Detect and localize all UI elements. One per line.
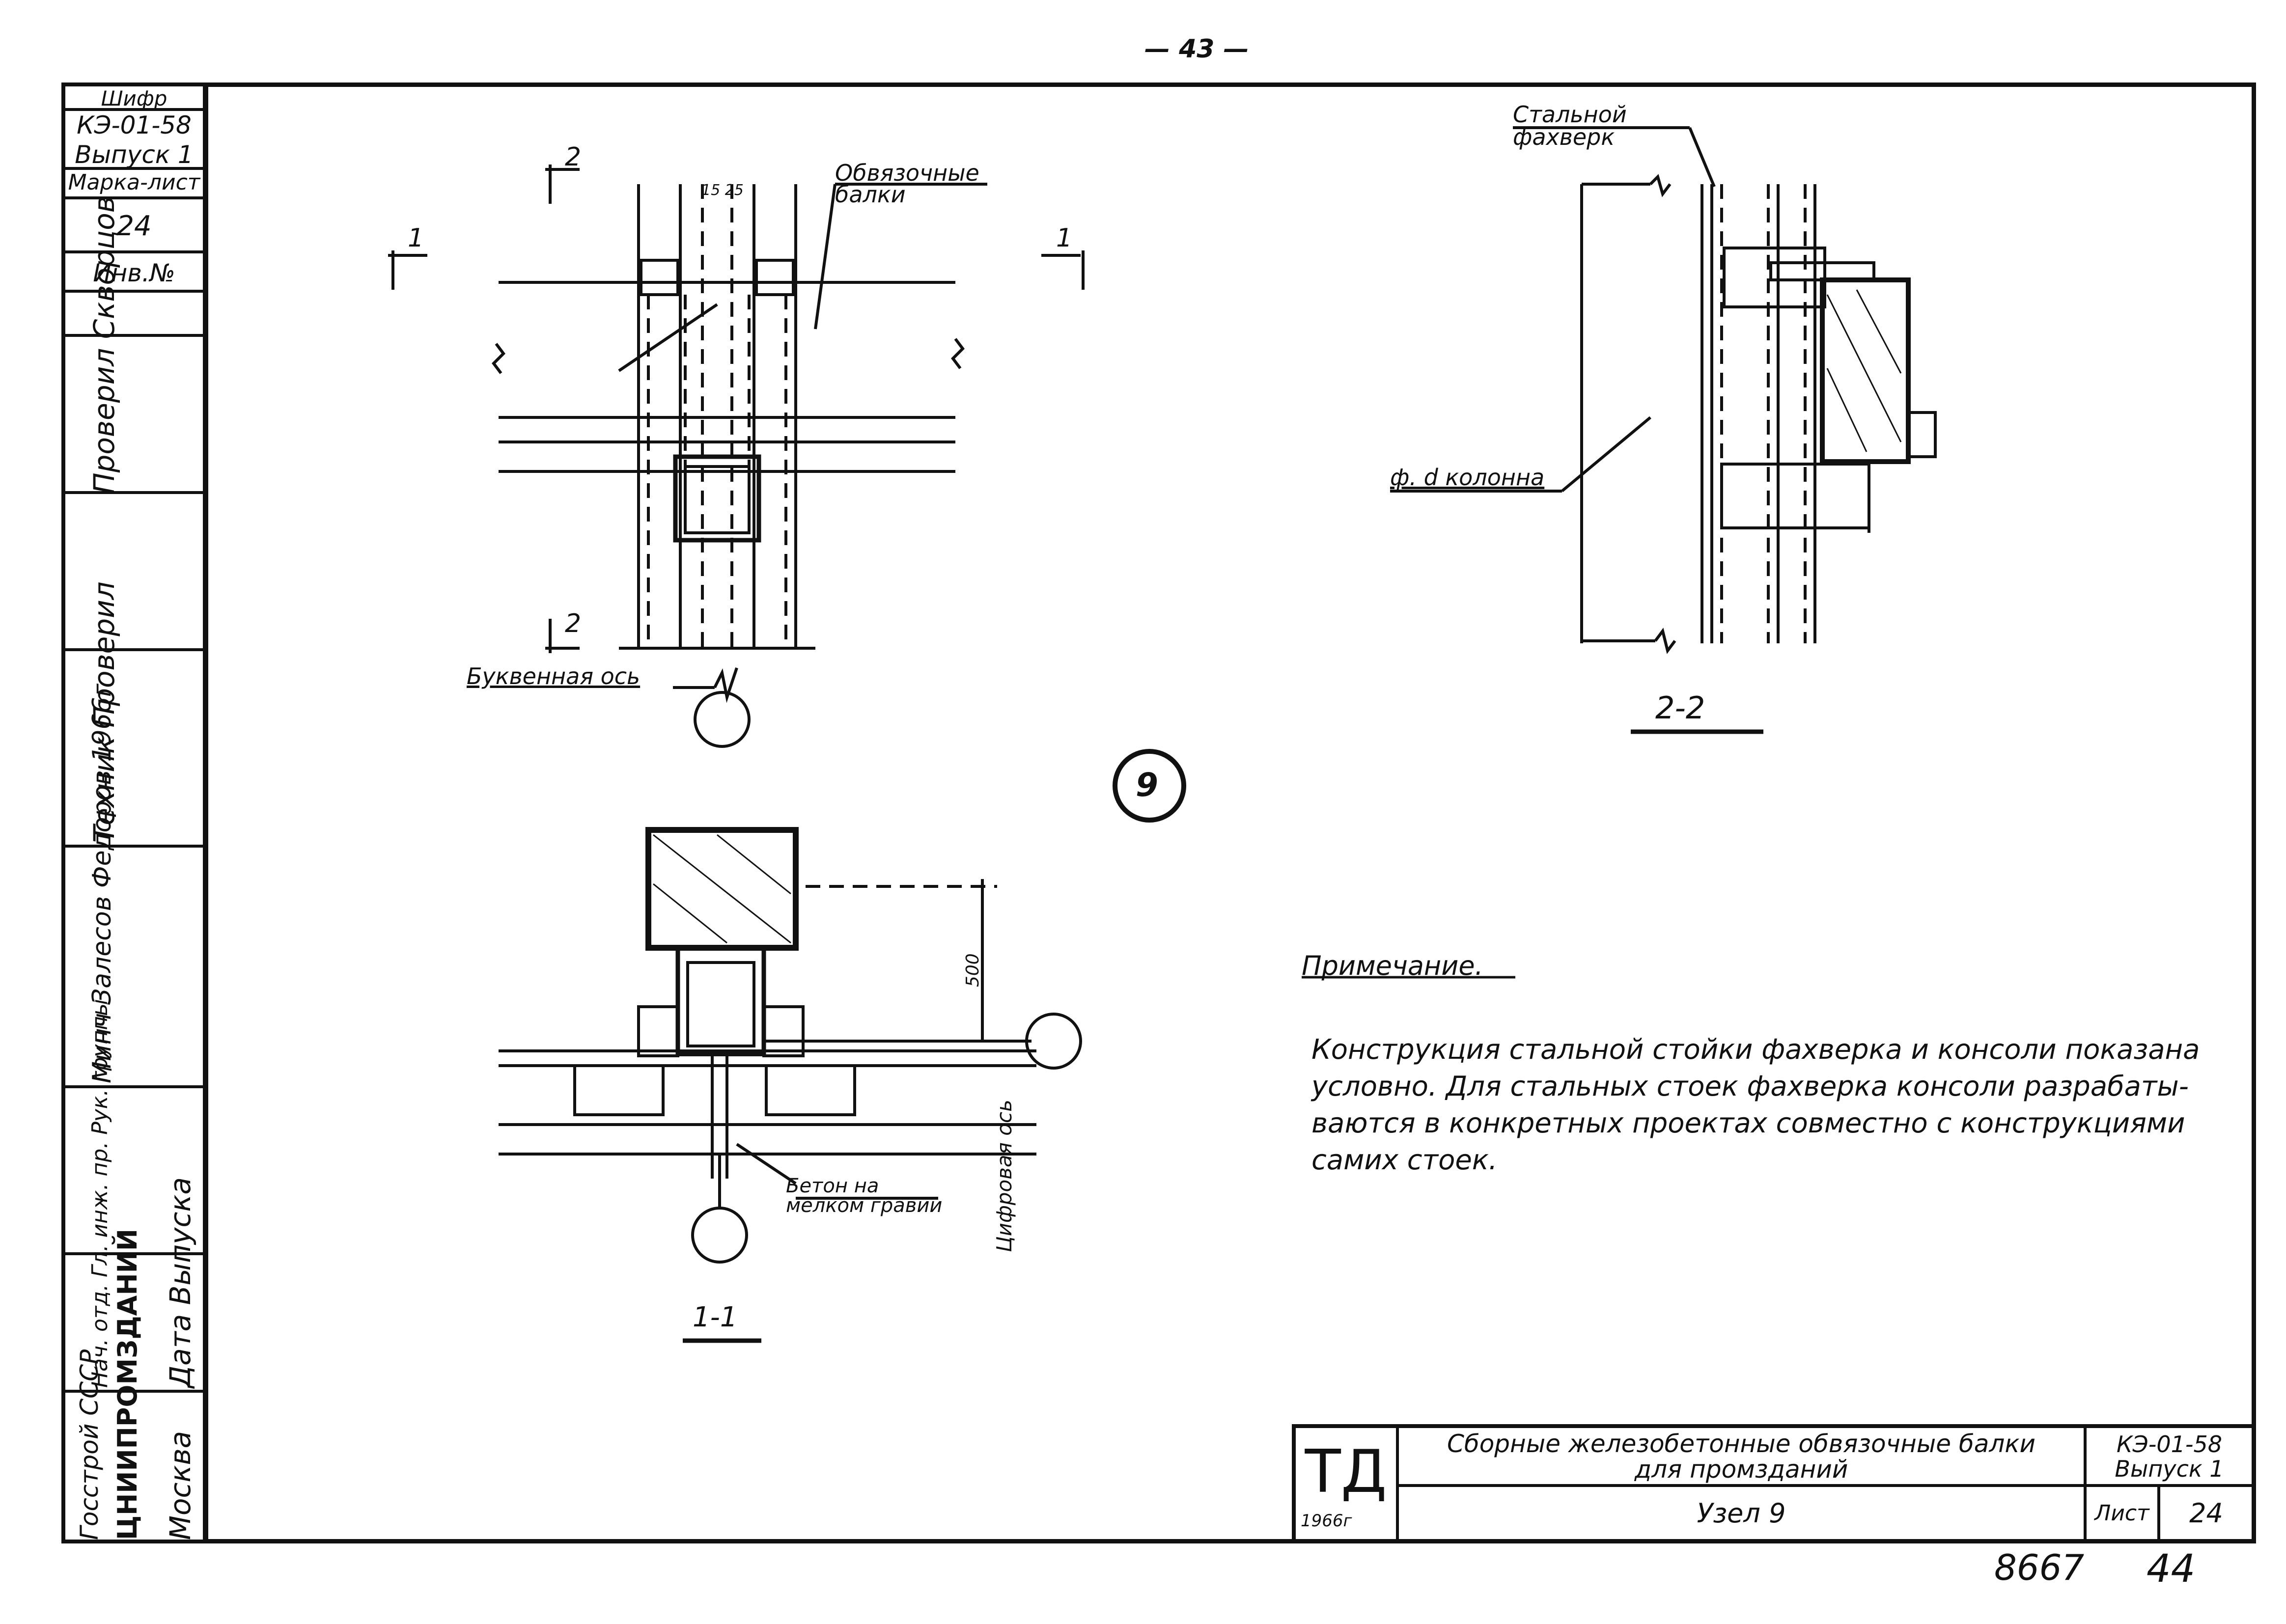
signature-row bbox=[65, 494, 203, 651]
steel-box bbox=[673, 454, 761, 543]
hatch bbox=[1856, 289, 1902, 374]
dimension-top: 15 25 bbox=[701, 182, 744, 199]
bracket bbox=[762, 1005, 805, 1057]
section-title-2-2: 2-2 bbox=[1655, 690, 1705, 726]
bracket bbox=[1723, 247, 1826, 308]
dimension-500: 500 bbox=[963, 953, 983, 987]
title-line-2: для промзданий bbox=[1634, 1455, 1848, 1484]
section-mark-2-bottom: 2 bbox=[565, 609, 582, 638]
break-mark bbox=[1654, 628, 1676, 654]
node-marker-label: 9 bbox=[1136, 766, 1158, 804]
steel-post-inner bbox=[686, 961, 755, 1047]
bracket bbox=[637, 1005, 679, 1057]
console bbox=[1720, 463, 1870, 529]
drawing-frame bbox=[204, 83, 2256, 1543]
section-title-1-1: 1-1 bbox=[693, 1301, 738, 1333]
node-marker-circle bbox=[1113, 749, 1186, 823]
year-text: 1966г bbox=[1301, 1511, 1352, 1531]
beam-void bbox=[573, 1064, 665, 1116]
steel-post-label: Стальной фахверк bbox=[1513, 101, 1627, 150]
archive-number: 8667 bbox=[1994, 1547, 2085, 1588]
leader-line bbox=[1688, 127, 1716, 188]
tie-beams-label: Обвязочные балки bbox=[835, 160, 979, 208]
bracket bbox=[640, 259, 679, 296]
sheet-value-cell: 24 bbox=[2160, 1487, 2252, 1540]
letter-axis-label: Буквенная ось bbox=[467, 663, 641, 689]
note-title: Примечание. bbox=[1302, 950, 1483, 981]
inv-label: Инв.№ bbox=[65, 253, 203, 293]
title-cell: Сборные железобетонные обвязочные балки … bbox=[1399, 1428, 2087, 1487]
mark-sheet-value: 24 bbox=[65, 199, 203, 253]
node-cell: Узел 9 bbox=[1399, 1487, 2087, 1540]
break-mark bbox=[1649, 174, 1672, 197]
sheet-value: 24 bbox=[2189, 1498, 2223, 1529]
leader-line bbox=[618, 303, 718, 372]
signature-row bbox=[65, 337, 203, 494]
hatch bbox=[1826, 294, 1902, 442]
page-footer-number: 44 bbox=[2147, 1547, 2196, 1591]
column-axis-label: ф. d колонна bbox=[1390, 464, 1545, 491]
issue-text: Выпуск 1 bbox=[2115, 1456, 2224, 1482]
leader-line bbox=[713, 667, 738, 703]
axis-bubble bbox=[691, 1207, 748, 1264]
beam-section bbox=[1820, 277, 1911, 464]
axis-bubble bbox=[694, 691, 751, 748]
title-block-logo-cell: ТД 1966г bbox=[1296, 1428, 1399, 1540]
leader-line bbox=[1561, 416, 1651, 493]
node-title: Узел 9 bbox=[1697, 1498, 1786, 1529]
leader-line bbox=[736, 1143, 797, 1185]
hatch bbox=[717, 834, 791, 895]
stamp-column: Шифр КЭ-01-58 Выпуск 1 Марка-лист 24 Инв… bbox=[61, 83, 207, 1543]
break-mark bbox=[951, 338, 965, 369]
note-line: условно. Для стальных стоек фахверка кон… bbox=[1311, 1071, 2189, 1102]
sheet-label-cell: Лист bbox=[2087, 1487, 2160, 1540]
beam-lip bbox=[1907, 411, 1937, 458]
hatch bbox=[653, 883, 727, 944]
hatch bbox=[1826, 368, 1868, 452]
note-line: Конструкция стальной стойки фахверка и к… bbox=[1311, 1034, 2200, 1066]
section-mark-1-right: 1 bbox=[1056, 223, 1073, 253]
title-block: ТД 1966г Сборные железобетонные обвязочн… bbox=[1292, 1424, 2256, 1543]
note-line: самих стоек. bbox=[1311, 1144, 1498, 1176]
steel-box-inner bbox=[684, 465, 751, 534]
code-cell: КЭ-01-58 Выпуск 1 bbox=[2087, 1428, 2252, 1487]
title-line-1: Сборные железобетонные обвязочные балки bbox=[1447, 1430, 2036, 1458]
shifr-value: КЭ-01-58 bbox=[77, 111, 192, 139]
logo-text: ТД bbox=[1305, 1438, 1387, 1506]
bracket-plate bbox=[1769, 261, 1875, 281]
stamp-blank bbox=[65, 293, 203, 337]
signature-row bbox=[65, 1088, 203, 1255]
axis-bubble bbox=[1025, 1013, 1082, 1070]
issue-label: Выпуск 1 bbox=[65, 140, 203, 170]
signature-row bbox=[65, 848, 203, 1088]
concrete-label: Бетон на мелком гравии bbox=[786, 1175, 943, 1217]
section-mark-1-left: 1 bbox=[408, 223, 424, 253]
page-number: — 43 — bbox=[1144, 34, 1249, 64]
digit-axis-label: Цифровая ось bbox=[992, 1100, 1016, 1252]
break-mark bbox=[492, 343, 505, 374]
mark-sheet-label: Марка-лист bbox=[65, 170, 203, 199]
beam-void bbox=[765, 1064, 856, 1116]
bracket bbox=[755, 259, 795, 296]
section-mark-2-top: 2 bbox=[565, 142, 582, 172]
code-text: КЭ-01-58 bbox=[2116, 1431, 2223, 1458]
shifr-label: Шифр bbox=[65, 86, 203, 111]
note-line: ваются в конкретных проектах совместно с… bbox=[1311, 1107, 2185, 1139]
sheet-label: Лист bbox=[2094, 1501, 2149, 1526]
signature-row bbox=[65, 651, 203, 848]
hatch bbox=[653, 834, 791, 944]
leader-line bbox=[814, 184, 836, 330]
signature-row bbox=[65, 1255, 203, 1393]
